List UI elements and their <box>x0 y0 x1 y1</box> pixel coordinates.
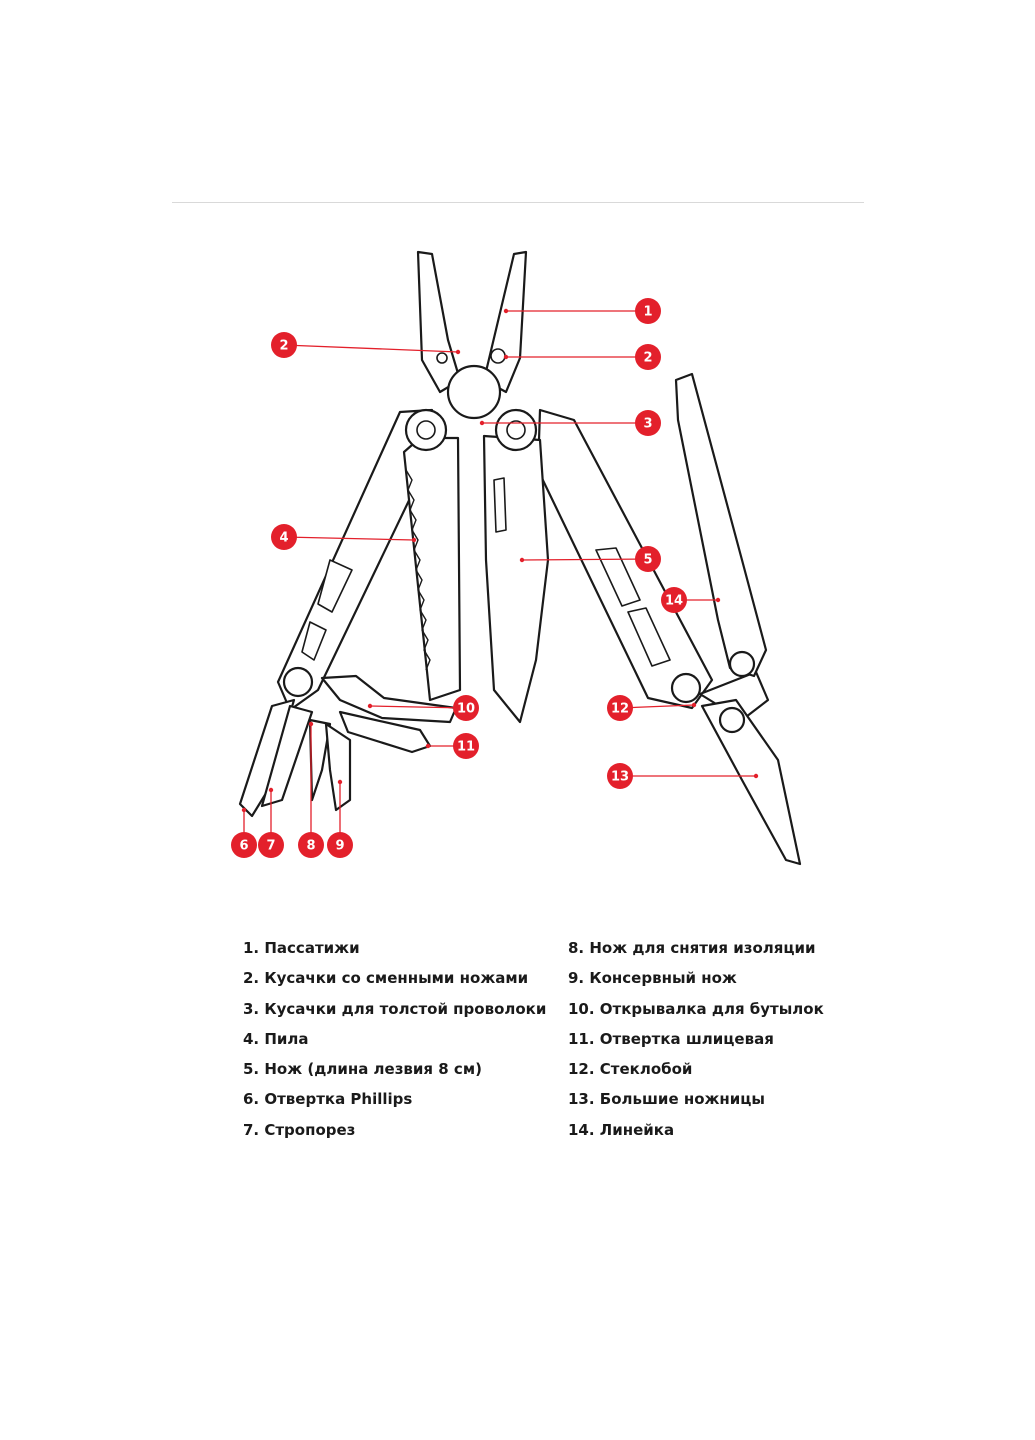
callout-marker-7 <box>258 832 284 858</box>
strap-cutter <box>260 704 314 808</box>
callout-number: 5 <box>643 553 652 568</box>
callout-number: 6 <box>239 839 248 854</box>
right-pivot-screw-inner <box>506 420 526 440</box>
callout-number: 2 <box>279 339 288 354</box>
can-opener <box>324 722 352 812</box>
callout-leader-dot <box>425 743 431 749</box>
callout-number: 2 <box>643 351 652 366</box>
saw-teeth <box>405 469 431 671</box>
legend-item: 10. Открывалка для бутылок <box>568 999 824 1018</box>
callout-marker-14 <box>661 587 687 613</box>
scissors-screw <box>718 706 746 734</box>
callout-leader-dot <box>455 349 461 355</box>
callout-number: 3 <box>643 417 652 432</box>
legend-item: 5. Нож (длина лезвия 8 см) <box>243 1060 482 1079</box>
callout-marker-11 <box>453 733 479 759</box>
callout-leader-dot <box>337 779 343 785</box>
ruler <box>674 372 768 678</box>
glass-breaker <box>670 672 702 704</box>
knife-blade <box>482 434 550 724</box>
callout-leader-dot <box>411 537 417 543</box>
callout-marker-8 <box>298 832 324 858</box>
legend-right-column: 8. Нож для снятия изоляции 9. Консервный… <box>568 938 824 1150</box>
left-handle-cutout <box>301 621 327 661</box>
legend-item: 13. Большие ножницы <box>568 1090 765 1109</box>
scissors-blade <box>700 698 802 866</box>
callout-leader-line <box>369 705 467 709</box>
wire-cutter-screw <box>490 348 506 364</box>
callout-marker-2 <box>271 332 297 358</box>
callout-leader-dot <box>268 787 274 793</box>
callout-leader-dot <box>519 557 525 563</box>
callout-number: 7 <box>266 839 275 854</box>
right-handle-cutout <box>627 607 671 667</box>
divider-line <box>172 202 864 203</box>
callout-number: 9 <box>335 839 344 854</box>
left-pivot-screw-inner <box>416 420 436 440</box>
legend-item: 12. Стеклобой <box>568 1060 693 1079</box>
right-handle-cutout <box>595 547 641 607</box>
callout-leader-dot <box>367 703 373 709</box>
ruler-screw <box>728 650 756 678</box>
callout-number: 4 <box>279 531 288 546</box>
legend-item: 7. Стропорез <box>243 1120 356 1139</box>
legend-item: 2. Кусачки со сменными ножами <box>243 969 529 988</box>
callout-marker-10 <box>453 695 479 721</box>
callout-marker-1 <box>635 298 661 324</box>
plier-pivot <box>446 364 502 420</box>
bottle-opener <box>320 674 458 724</box>
callout-marker-12 <box>607 695 633 721</box>
callout-number: 13 <box>611 770 629 785</box>
callout-leader-dot <box>503 354 509 360</box>
callout-leader-line <box>283 536 415 541</box>
callout-leader-line <box>521 558 649 561</box>
callout-leader-dot <box>479 420 485 426</box>
multitool-drawing <box>238 250 802 866</box>
left-handle-cutout <box>317 559 353 613</box>
saw-blade <box>402 436 462 702</box>
callout-leader-dot <box>691 702 697 708</box>
callout-marker-6 <box>231 832 257 858</box>
callout-leader-dot <box>241 807 247 813</box>
knife-thumb-slot <box>493 477 507 533</box>
callout-leader-dot <box>503 308 509 314</box>
callout-leader-dot <box>753 773 759 779</box>
callout-number: 12 <box>611 702 629 717</box>
legend-item: 14. Линейка <box>568 1120 675 1139</box>
callout-marker-9 <box>327 832 353 858</box>
callout-marker-5 <box>635 546 661 572</box>
plier-jaw-left <box>416 250 462 394</box>
callout-marker-2 <box>635 344 661 370</box>
callout-number: 8 <box>306 839 315 854</box>
callout-marker-3 <box>635 410 661 436</box>
legend-item: 8. Нож для снятия изоляции <box>568 939 816 957</box>
legend-left-column: 1. Пассатижи 2. Кусачки со сменными ножа… <box>243 938 546 1150</box>
legend-item: 6. Отвертка Phillips <box>243 1090 413 1109</box>
callout-marker-13 <box>607 763 633 789</box>
tool-screw <box>282 666 314 698</box>
callout-number: 10 <box>457 702 475 717</box>
flat-screwdriver <box>338 710 432 754</box>
callout-marker-4 <box>271 524 297 550</box>
legend-item: 9. Консервный нож <box>568 969 737 988</box>
callout-number: 14 <box>665 594 683 609</box>
legend-item: 3. Кусачки для толстой проволоки <box>243 999 547 1018</box>
legend-item: 1. Пассатижи <box>243 939 360 957</box>
phillips-screwdriver <box>238 698 296 818</box>
callout-number: 11 <box>457 740 475 755</box>
plier-hole <box>436 352 448 364</box>
callout-leader-dot <box>308 721 314 727</box>
callout-number: 1 <box>643 305 652 320</box>
callout-leader-line <box>283 344 459 353</box>
legend-item: 4. Пила <box>243 1029 309 1048</box>
callout-leader-dot <box>715 597 721 603</box>
legend-item: 11. Отвертка шлицевая <box>568 1029 774 1048</box>
